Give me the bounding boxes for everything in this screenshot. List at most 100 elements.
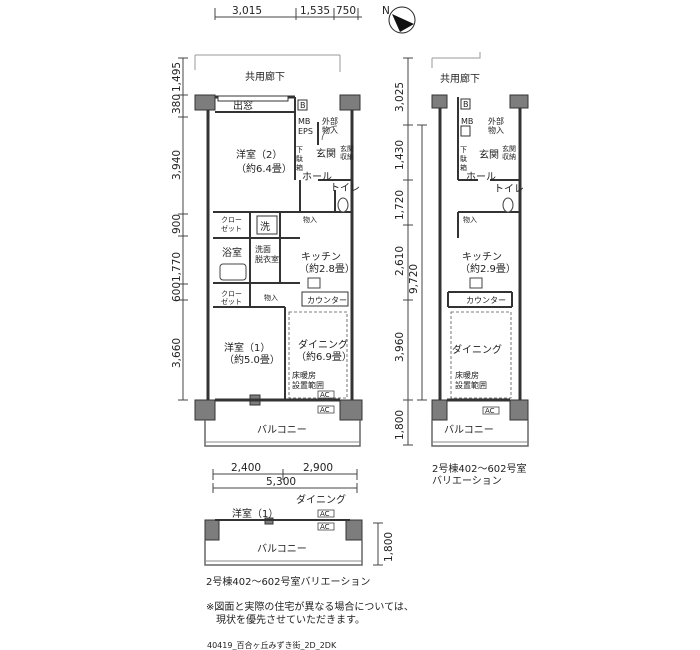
dim-top-1535: 1,535 bbox=[300, 5, 330, 17]
var-caption-1: 2号棟402～602号室 bbox=[432, 462, 527, 475]
shoe-box-label-2: 駄 bbox=[296, 154, 303, 163]
bedroom2-label: 洋室（2） bbox=[236, 148, 282, 161]
dim-mid-3025: 3,025 bbox=[394, 82, 406, 112]
dim-top-3015: 3,015 bbox=[232, 5, 262, 17]
eps-label: EPS bbox=[298, 127, 313, 136]
kitchen-label: キッチン bbox=[301, 251, 341, 263]
balcony-label: バルコニー bbox=[257, 424, 307, 436]
var-entrance-label: 玄関 bbox=[479, 148, 499, 161]
bottom-dimension-line bbox=[212, 469, 358, 493]
footer-code: 40419_百合ヶ丘みずき街_2D_2DK bbox=[207, 640, 337, 650]
bath-label: 浴室 bbox=[222, 246, 242, 259]
outer-storage-label-1: 外部 bbox=[322, 116, 338, 126]
bottom-variation-plan: ダイニング 洋室（1） AC AC バルコニー 1,800 2号棟402～602… bbox=[204, 493, 395, 588]
var-storage-label: 物入 bbox=[463, 215, 477, 224]
dim-left-1770: 1,770 bbox=[171, 252, 183, 282]
dim-left-1495: 1,495 bbox=[171, 62, 183, 92]
bottom-dining-label: ダイニング bbox=[296, 493, 346, 506]
floor-heating-label-2: 設置範囲 bbox=[292, 380, 324, 390]
dim-left-380: 380 bbox=[171, 94, 183, 114]
bottom-ac1-label: AC bbox=[320, 510, 330, 518]
var-kitchen-size: （約2.9畳） bbox=[460, 262, 516, 275]
north-label: N bbox=[382, 5, 390, 17]
variation-plan: 共用廊下 B MB 外部 物入 下 駄 bbox=[431, 52, 529, 487]
storage-label: 物入 bbox=[303, 215, 317, 224]
hall-label: ホール bbox=[302, 171, 332, 183]
bedroom1-label: 洋室（1） bbox=[224, 341, 270, 354]
var-dining-label: ダイニング bbox=[452, 343, 502, 356]
bedroom2-size: （約6.4畳） bbox=[236, 162, 292, 175]
var-outer-storage-1: 外部 bbox=[488, 116, 504, 126]
dim-mid-1720: 1,720 bbox=[394, 190, 406, 220]
dim-top-750: 750 bbox=[336, 5, 356, 17]
toilet-label: トイレ bbox=[330, 183, 360, 194]
dim-bottom-5300: 5,300 bbox=[266, 476, 296, 488]
dressing-label-2: 脱衣室 bbox=[255, 254, 279, 264]
dim-mid-1430: 1,430 bbox=[394, 140, 406, 170]
main-corridor-label: 共用廊下 bbox=[245, 70, 285, 83]
left-dimension-line bbox=[178, 57, 188, 401]
shoe-box-label-3: 箱 bbox=[296, 163, 303, 172]
b-label: B bbox=[300, 101, 306, 110]
kitchen-size: （約2.8畳） bbox=[299, 262, 355, 275]
var-hall-label: ホール bbox=[466, 171, 496, 183]
dim-bottom-2900: 2,900 bbox=[303, 462, 333, 474]
var-mb-label: MB bbox=[461, 117, 473, 126]
closet1-label-1: クロー bbox=[221, 216, 242, 224]
left-dimension-labels: 1,495 380 3,940 900 1,770 600 3,660 bbox=[171, 62, 183, 368]
dim-mid-2610: 2,610 bbox=[394, 246, 406, 276]
bottom-bedroom1-label: 洋室（1） bbox=[232, 507, 278, 520]
dim-mid-9720: 9,720 bbox=[408, 264, 420, 294]
counter-label: カウンター bbox=[307, 296, 347, 305]
main-plan: 共用廊下 bbox=[194, 54, 363, 447]
var-shoe-box-1: 下 bbox=[460, 146, 467, 154]
dim-mid-3960: 3,960 bbox=[394, 332, 406, 362]
ac2-label: AC bbox=[320, 406, 330, 414]
dim-bottom-2400: 2,400 bbox=[231, 462, 261, 474]
dim-left-3660: 3,660 bbox=[171, 338, 183, 368]
window-label: 出窓 bbox=[233, 99, 253, 112]
top-dimension-line bbox=[214, 8, 362, 20]
var-floor-heating-2: 設置範囲 bbox=[455, 380, 487, 390]
mb-label: MB bbox=[298, 117, 310, 126]
dressing-label-1: 洗面 bbox=[255, 244, 271, 254]
middle-dimension-line bbox=[403, 57, 427, 446]
entrance-label: 玄関 bbox=[316, 147, 336, 160]
bottom-variation-caption: 2号棟402～602号室バリエーション bbox=[206, 575, 370, 588]
var-entrance-storage-1: 玄関 bbox=[502, 144, 516, 153]
shoe-box-label-1: 下 bbox=[296, 146, 303, 154]
note-line-1: ※図面と実際の住宅が異なる場合については、 bbox=[206, 600, 414, 613]
bottom-ac2-label: AC bbox=[320, 523, 330, 531]
middle-dimension-labels: 3,025 1,430 1,720 2,610 9,720 3,960 1,80… bbox=[394, 82, 420, 440]
var-counter-label: カウンター bbox=[466, 296, 506, 305]
var-outer-storage-2: 物入 bbox=[488, 125, 504, 135]
dim-left-3940: 3,940 bbox=[171, 150, 183, 180]
var-shoe-box-3: 箱 bbox=[460, 163, 467, 172]
var-ac-label: AC bbox=[485, 407, 495, 415]
var-shoe-box-2: 駄 bbox=[460, 154, 467, 163]
var-toilet-label: トイレ bbox=[494, 184, 524, 195]
closet2-label-2: ゼット bbox=[221, 297, 242, 306]
dim-left-900: 900 bbox=[171, 214, 183, 234]
var-b-label: B bbox=[463, 100, 469, 109]
entrance-storage-label-1: 玄関 bbox=[340, 144, 354, 153]
var-kitchen-label: キッチン bbox=[462, 251, 502, 263]
var-balcony-label: バルコニー bbox=[444, 424, 494, 436]
wash-label: 洗 bbox=[260, 221, 270, 233]
note-line-2: 現状を優先させていただきます。 bbox=[216, 613, 365, 626]
closet1-label-2: ゼット bbox=[221, 224, 242, 233]
dim-mid-1800: 1,800 bbox=[394, 410, 406, 440]
bottom-dim-1800: 1,800 bbox=[383, 532, 395, 562]
dining-label: ダイニング bbox=[298, 338, 348, 351]
var-caption-2: バリエーション bbox=[432, 475, 502, 487]
dining-size: （約6.9畳） bbox=[296, 350, 352, 363]
var-entrance-storage-2: 収納 bbox=[502, 152, 516, 161]
closet2-label-1: クロー bbox=[221, 290, 242, 298]
dim-left-600: 600 bbox=[171, 282, 183, 302]
floor-heating-label-1: 床暖房 bbox=[292, 370, 316, 380]
north-arrow-icon bbox=[388, 6, 416, 34]
storage2-label: 物入 bbox=[264, 293, 278, 302]
var-floor-heating-1: 床暖房 bbox=[455, 370, 479, 380]
bottom-balcony-label: バルコニー bbox=[257, 543, 307, 555]
